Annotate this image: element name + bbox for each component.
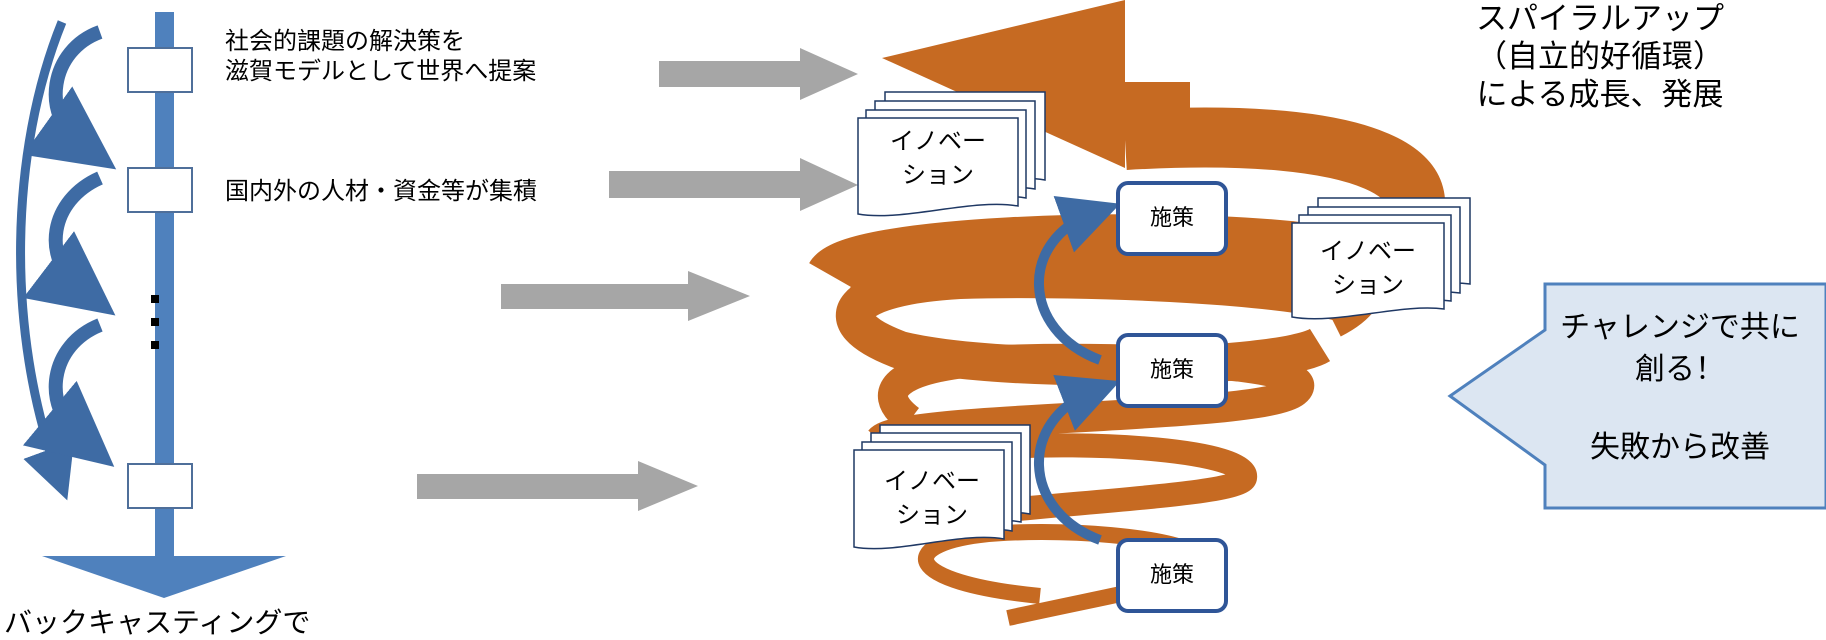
spiral-title-line3: による成長、発展 bbox=[1476, 77, 1724, 113]
timeline-box-bottom bbox=[127, 463, 193, 509]
challenge-callout bbox=[1447, 282, 1826, 510]
loop-arrow-2 bbox=[23, 171, 116, 316]
spiral-title-line2: （自立的好循環） bbox=[1476, 39, 1724, 75]
shisaku-arc-upper bbox=[1034, 196, 1121, 365]
innovation-label-top: イノベー ション bbox=[858, 124, 1018, 192]
timeline-label-top: 社会的課題の解決策を 滋賀モデルとして世界へ提案 bbox=[225, 26, 536, 86]
backcasting-text: バックキャスティングで bbox=[4, 606, 311, 639]
innovation-stack-top bbox=[857, 91, 1046, 217]
timeline-arrowhead bbox=[42, 556, 286, 598]
ellipsis-dot-3 bbox=[151, 341, 159, 349]
shisaku-box-upper bbox=[1116, 181, 1228, 256]
shisaku-box-lower bbox=[1116, 538, 1228, 613]
challenge-text: チャレンジで共に 創る！ 失敗から改善 bbox=[1545, 307, 1815, 469]
gray-arrow-2 bbox=[609, 158, 858, 211]
spiral-title-line1: スパイラルアップ bbox=[1476, 1, 1724, 37]
loop-arrow-1 bbox=[23, 25, 117, 170]
timeline-shaft bbox=[155, 12, 174, 566]
spiral-big-arrowhead bbox=[882, 0, 1190, 168]
loop-arrow-3 bbox=[22, 318, 115, 467]
timeline-label-top-line2: 滋賀モデルとして世界へ提案 bbox=[225, 57, 537, 85]
challenge-line3: 失敗から改善 bbox=[1590, 430, 1770, 465]
shisaku-label-lower: 施策 bbox=[1149, 563, 1194, 588]
timeline-box-middle bbox=[127, 167, 193, 213]
timeline-box-top bbox=[127, 47, 193, 93]
shisaku-arc-lower bbox=[1034, 374, 1120, 545]
challenge-line2: 創る！ bbox=[1635, 352, 1725, 387]
innovation-right-line2: ション bbox=[1332, 271, 1404, 299]
gray-arrow-1 bbox=[659, 48, 858, 100]
shisaku-label-middle: 施策 bbox=[1149, 358, 1194, 383]
timeline-label-middle: 国内外の人材・資金等が集積 bbox=[225, 177, 537, 205]
innovation-right-line1: イノベー bbox=[1320, 237, 1416, 265]
innovation-stack-right bbox=[1291, 197, 1471, 320]
shisaku-box-middle bbox=[1116, 333, 1228, 408]
innovation-label-bottom: イノベー ション bbox=[852, 464, 1012, 532]
innovation-bottom-line2: ション bbox=[896, 501, 968, 529]
diagram-canvas bbox=[16, 0, 1826, 626]
innovation-label-right: イノベー ション bbox=[1288, 234, 1448, 302]
challenge-line1: チャレンジで共に bbox=[1560, 310, 1800, 345]
gray-arrow-4 bbox=[417, 461, 698, 511]
gray-arrow-3 bbox=[501, 271, 750, 321]
innovation-stack-bottom bbox=[853, 424, 1031, 550]
timeline-label-top-line1: 社会的課題の解決策を bbox=[225, 27, 465, 55]
ellipsis-dot-1 bbox=[151, 295, 159, 303]
innovation-top-line1: イノベー bbox=[890, 127, 986, 155]
ellipsis-dot-2 bbox=[151, 318, 159, 326]
spiral-title: スパイラルアップ （自立的好循環） による成長、発展 bbox=[1445, 0, 1755, 114]
innovation-top-line2: ション bbox=[902, 161, 974, 189]
shisaku-label-upper: 施策 bbox=[1149, 206, 1194, 231]
innovation-bottom-line1: イノベー bbox=[884, 467, 980, 495]
